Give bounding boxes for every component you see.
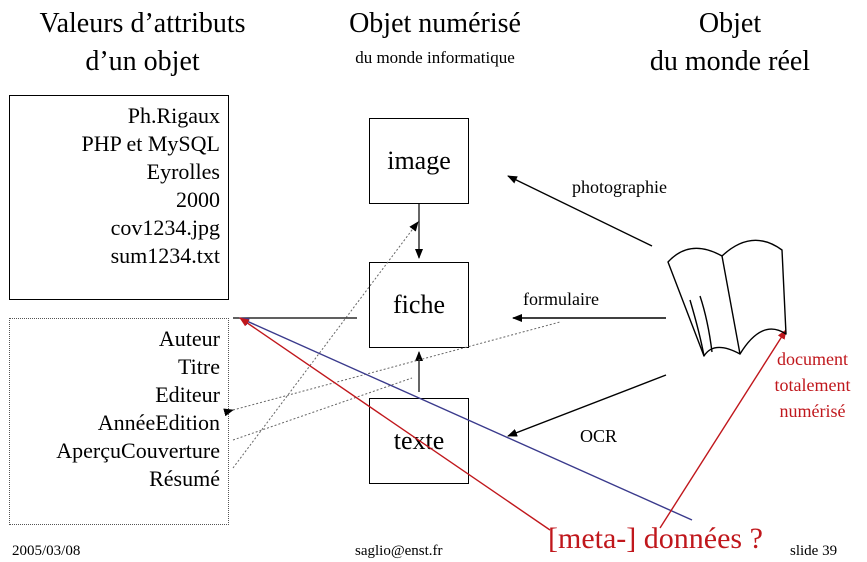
arrow-photographie: [507, 175, 653, 247]
book-icon: [667, 239, 787, 357]
document-label-line2: totalement: [774, 375, 851, 395]
footer-email: saglio@enst.fr: [355, 543, 443, 559]
dotted-editeur-to-formulaire: [223, 321, 561, 417]
value-item: Eyrolles: [146, 159, 220, 184]
attributes-box: Auteur Titre Editeur AnnéeEdition Aperçu…: [9, 318, 229, 525]
value-item: PHP et MySQL: [81, 131, 220, 156]
fiche-node: fiche: [369, 262, 469, 348]
header-real-object: Objet du monde réel: [610, 8, 850, 78]
document-label: document totalement numérisé: [760, 346, 865, 424]
header-values-line1: Valeurs d’attributs: [39, 8, 246, 39]
label-formulaire: formulaire: [523, 289, 599, 309]
document-label-line3: numérisé: [779, 401, 846, 421]
attribute-item: AperçuCouverture: [56, 438, 220, 463]
attribute-item: Résumé: [149, 466, 220, 491]
arrow-ocr: [507, 374, 667, 437]
image-node-label: image: [387, 146, 451, 175]
value-item: cov1234.jpg: [110, 215, 220, 240]
value-item: sum1234.txt: [110, 243, 220, 268]
label-ocr: OCR: [580, 426, 618, 446]
blue-line-meta: [239, 317, 693, 521]
attribute-item: Auteur: [158, 326, 220, 351]
dotted-apercu-to-image: [232, 221, 419, 469]
label-photographie: photographie: [572, 177, 667, 197]
dotted-resume-to-texte: [232, 377, 413, 441]
header-real-line2: du monde réel: [649, 46, 811, 77]
attribute-item: Titre: [178, 354, 220, 379]
header-real-line1: Objet: [698, 8, 762, 39]
header-digital-sub: du monde informatique: [355, 48, 515, 67]
values-box: Ph.Rigaux PHP et MySQL Eyrolles 2000 cov…: [9, 95, 229, 300]
attribute-item: Editeur: [155, 382, 220, 407]
header-digital-title: Objet numérisé: [349, 8, 521, 39]
red-line-meta-to-document: [659, 329, 787, 529]
fiche-node-label: fiche: [393, 290, 445, 319]
header-values-line2: d’un objet: [85, 46, 200, 77]
value-item: Ph.Rigaux: [127, 103, 220, 128]
attribute-item: AnnéeEdition: [97, 410, 220, 435]
value-item: 2000: [176, 187, 220, 212]
header-digital-object: Objet numérisé du monde informatique: [300, 8, 570, 68]
image-node: image: [369, 118, 469, 204]
document-label-line1: document: [777, 349, 848, 369]
red-line-meta-to-attributes: [239, 317, 551, 531]
footer-slide: slide 39: [790, 543, 838, 559]
footer-date: 2005/03/08: [12, 543, 81, 559]
meta-data-label: [meta-] données ?: [548, 522, 763, 555]
header-values: Valeurs d’attributs d’un objet: [10, 8, 275, 78]
